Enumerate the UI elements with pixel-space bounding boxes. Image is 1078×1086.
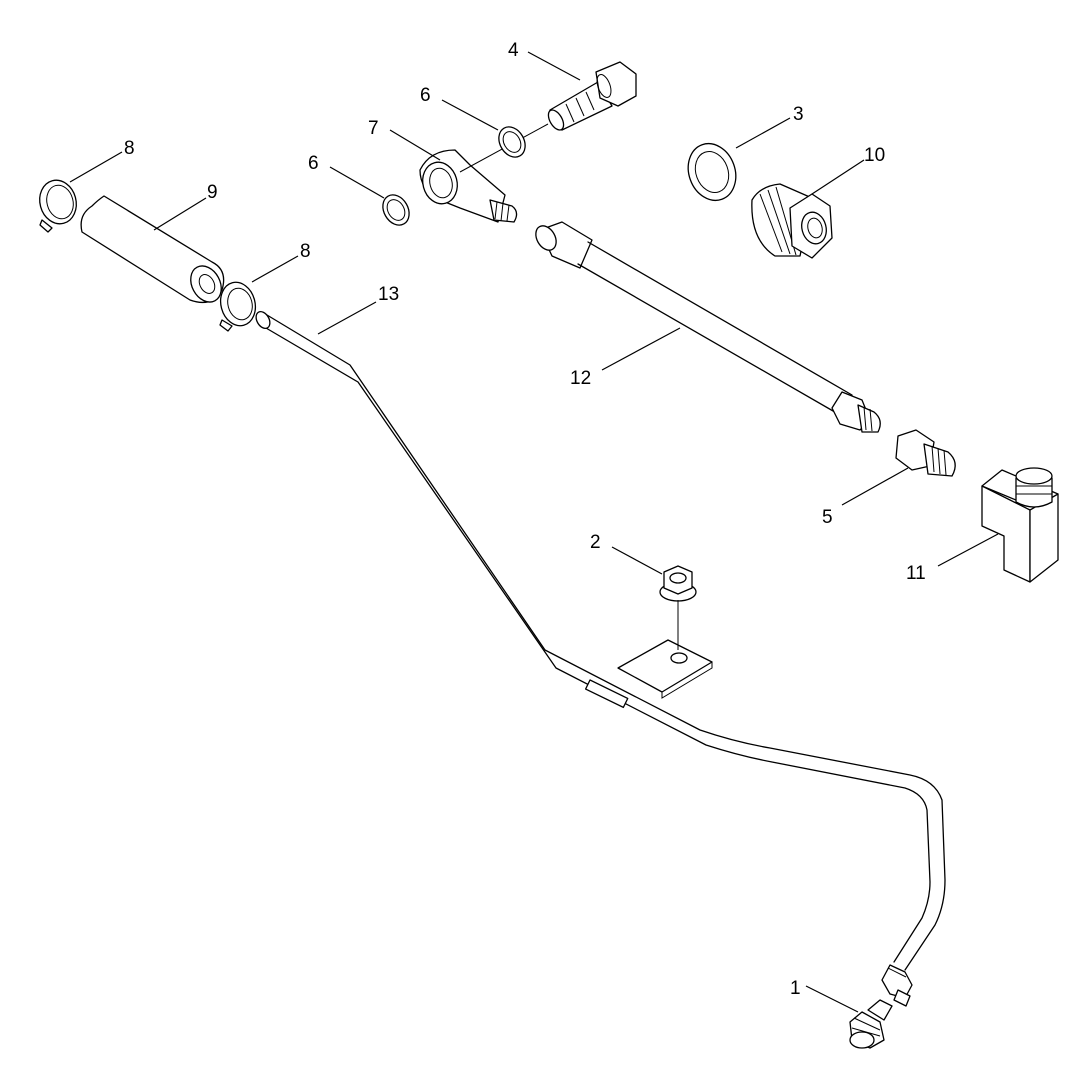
callout-label: 5 — [822, 507, 833, 528]
callout-6-lower: 6 — [308, 153, 385, 199]
part-10-adapter-fitting — [751, 183, 833, 259]
part-8-hose-clamp-right — [219, 281, 257, 332]
callout-label: 10 — [864, 145, 885, 166]
callout-9: 9 — [153, 182, 218, 231]
part-6-sealing-washer-lower — [382, 194, 410, 226]
part-13-long-tube — [255, 310, 946, 1007]
callout-12: 12 — [570, 327, 681, 389]
callout-3: 3 — [735, 104, 804, 149]
callout-label: 9 — [207, 182, 218, 203]
callout-8-left: 8 — [69, 138, 135, 183]
part-9-hose — [80, 195, 225, 304]
callout-label: 6 — [308, 153, 319, 174]
part-11-tee-block — [981, 467, 1059, 583]
callout-label: 8 — [300, 241, 311, 262]
callout-label: 2 — [590, 532, 601, 553]
callout-label: 7 — [368, 118, 379, 139]
part-7-banjo-fitting — [419, 123, 549, 223]
part-1-elbow-fitting — [849, 999, 893, 1049]
callout-1: 1 — [790, 978, 859, 1013]
callout-label: 12 — [570, 368, 591, 389]
callout-6-upper: 6 — [420, 85, 499, 131]
callout-label: 6 — [420, 85, 431, 106]
callout-7: 7 — [368, 118, 441, 161]
callout-label: 8 — [124, 138, 135, 159]
part-5-straight-fitting — [895, 429, 956, 477]
tube-mounting-bracket — [584, 639, 713, 709]
callout-4: 4 — [508, 40, 581, 81]
callout-2: 2 — [590, 532, 663, 575]
part-4-banjo-bolt — [547, 61, 637, 131]
callout-5: 5 — [822, 467, 909, 528]
callout-label: 13 — [378, 284, 399, 305]
part-12-straight-tube — [535, 221, 881, 433]
part-8-hose-clamp-left — [39, 179, 77, 233]
callout-11: 11 — [906, 533, 999, 584]
part-2-flange-nut — [659, 565, 697, 650]
part-6-sealing-washer-upper — [498, 126, 526, 158]
callout-10: 10 — [811, 145, 885, 195]
callout-8-right: 8 — [251, 241, 311, 283]
part-13-tube-end-fitting — [881, 964, 913, 1007]
callout-label: 1 — [790, 978, 801, 999]
callout-13: 13 — [317, 284, 399, 335]
callout-label: 4 — [508, 40, 519, 61]
part-3-sealing-washer — [687, 142, 737, 202]
callout-label: 11 — [906, 563, 926, 584]
callout-label: 3 — [793, 104, 804, 125]
